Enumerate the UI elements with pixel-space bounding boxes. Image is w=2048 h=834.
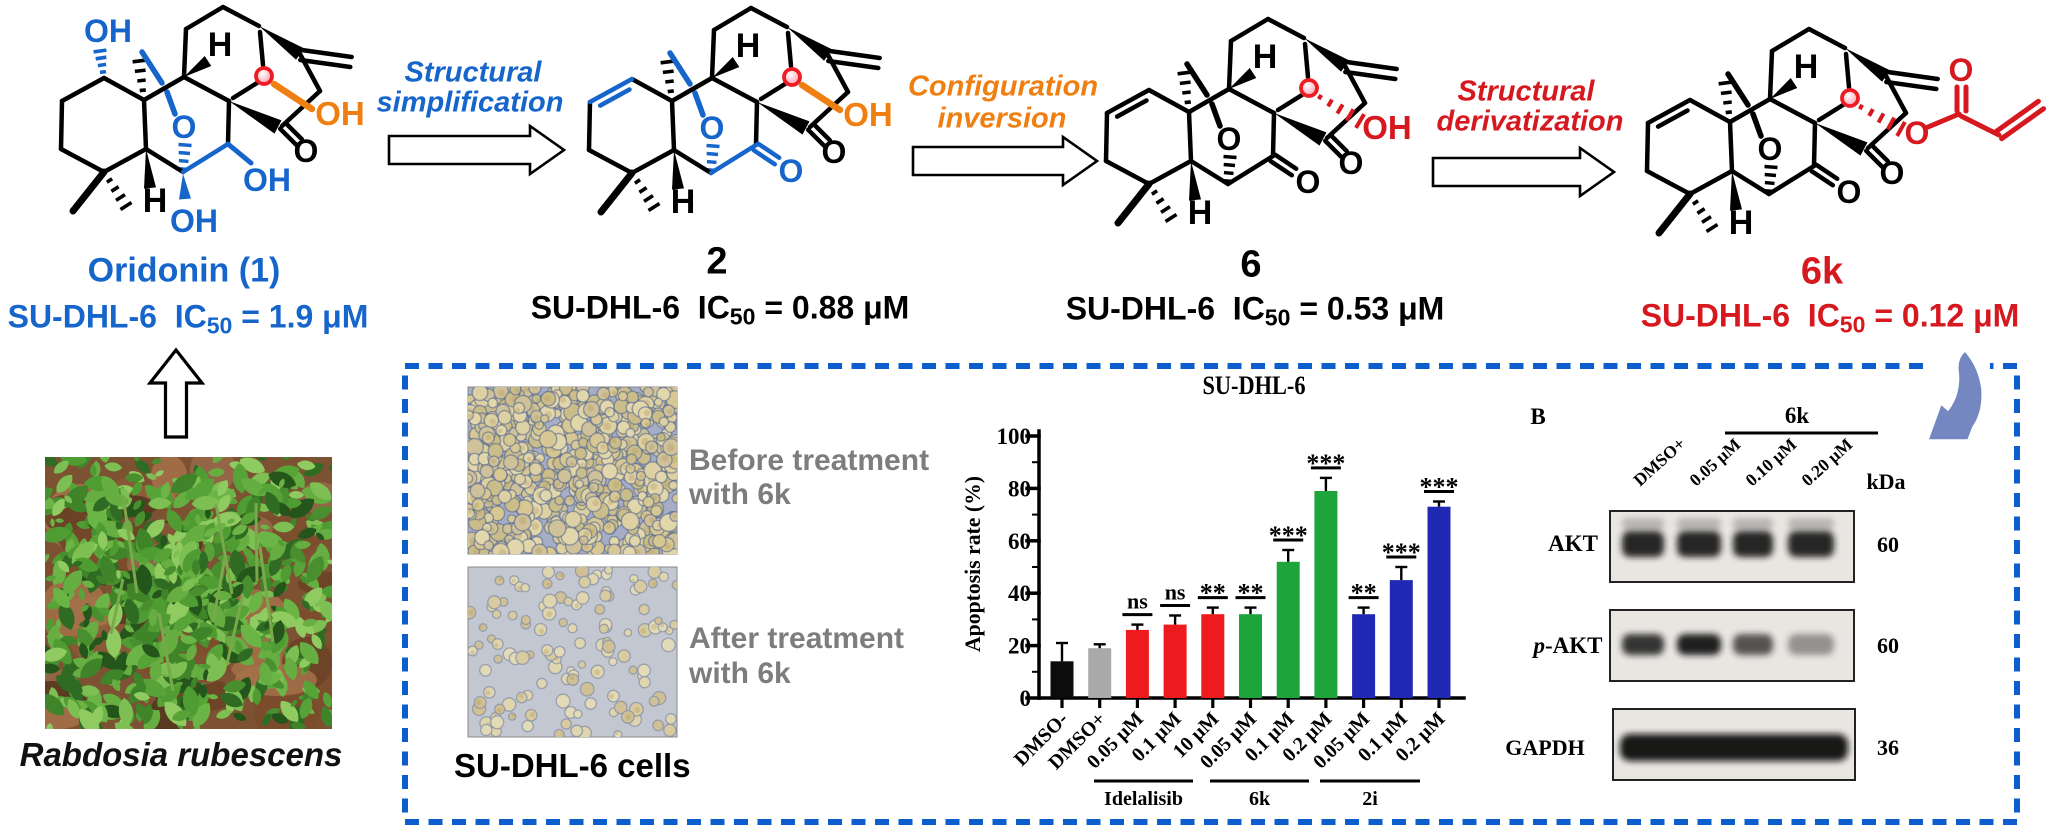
svg-text:O: O [172,109,197,145]
svg-text:O: O [779,153,804,189]
svg-text:6k: 6k [1249,788,1271,810]
svg-text:p-AKT: p-AKT [1532,633,1603,658]
svg-text:60: 60 [1877,532,1899,557]
svg-text:0.20 μM: 0.20 μM [1797,434,1856,490]
svg-text:**: ** [1200,579,1226,608]
svg-text:O: O [1758,131,1783,167]
svg-text:100: 100 [997,424,1032,449]
svg-text:***: *** [1306,449,1345,478]
svg-text:GAPDH: GAPDH [1505,735,1584,760]
svg-text:O: O [1217,121,1242,157]
svg-text:2i: 2i [1362,788,1378,810]
svg-text:OH: OH [243,162,291,198]
svg-text:60: 60 [1877,633,1899,658]
svg-text:H: H [736,27,761,65]
svg-text:SU-DHL-6: SU-DHL-6 [1203,371,1306,400]
svg-text:40: 40 [1008,581,1031,606]
svg-text:ns: ns [1165,580,1186,605]
svg-text:***: *** [1382,538,1421,567]
svg-text:0: 0 [1020,686,1032,711]
svg-text:OH: OH [1362,109,1412,146]
svg-text:H: H [143,182,168,220]
svg-text:H: H [208,26,233,64]
svg-text:O: O [1905,115,1930,151]
svg-text:OH: OH [843,96,893,133]
svg-text:H: H [1188,194,1213,232]
svg-text:O: O [1837,174,1862,210]
svg-text:H: H [1729,204,1754,242]
svg-text:**: ** [1351,579,1377,608]
svg-text:ns: ns [1127,589,1148,614]
svg-text:20: 20 [1008,634,1031,659]
svg-text:O: O [1949,52,1974,88]
svg-text:OH: OH [84,13,132,49]
svg-text:***: *** [1269,521,1308,550]
svg-text:***: *** [1420,473,1459,502]
svg-text:B: B [1530,404,1545,429]
svg-text:O: O [822,134,847,170]
svg-text:O: O [1880,155,1905,191]
svg-text:**: ** [1238,579,1264,608]
svg-text:DMSO+: DMSO+ [1629,433,1689,490]
svg-text:H: H [671,183,696,221]
svg-text:O: O [1339,145,1364,181]
svg-text:80: 80 [1008,476,1031,501]
svg-text:60: 60 [1008,529,1031,554]
svg-text:kDa: kDa [1866,469,1905,494]
svg-text:OH: OH [170,203,218,239]
svg-text:6k: 6k [1785,403,1810,428]
svg-text:36: 36 [1877,735,1899,760]
svg-text:AKT: AKT [1548,531,1598,556]
svg-text:Idelalisib: Idelalisib [1104,788,1183,810]
svg-text:H: H [1253,38,1278,76]
svg-text:Apoptosis rate (%): Apoptosis rate (%) [960,476,985,652]
svg-text:O: O [294,133,319,169]
svg-text:0.05 μM: 0.05 μM [1685,434,1744,490]
svg-text:O: O [700,110,725,146]
svg-text:0.10 μM: 0.10 μM [1741,434,1800,490]
svg-text:H: H [1794,48,1819,86]
svg-text:OH: OH [315,95,365,132]
svg-text:O: O [1296,164,1321,200]
